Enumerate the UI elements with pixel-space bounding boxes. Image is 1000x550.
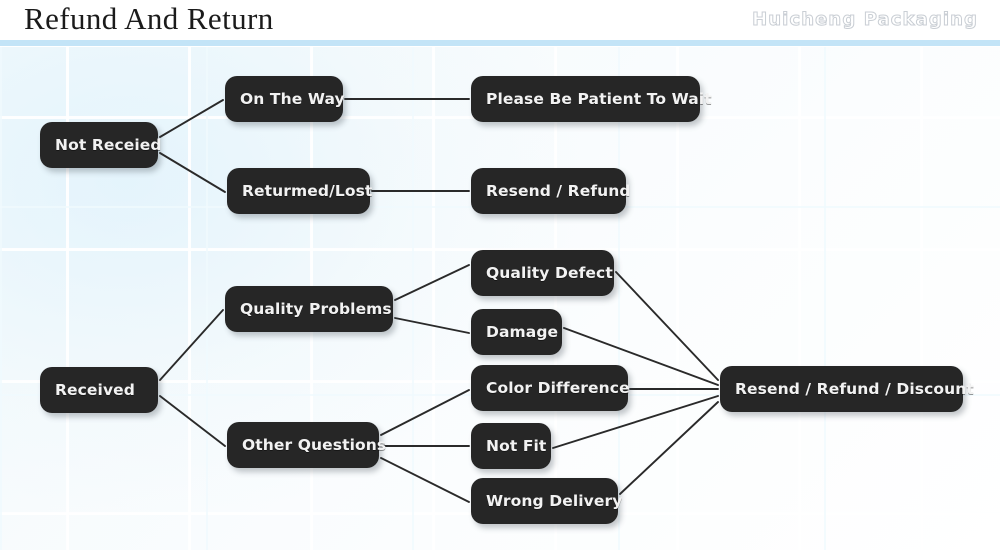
node-not-receied[interactable]: Not Receied <box>40 122 162 168</box>
edge-other-questions-to-color-difference <box>380 389 470 436</box>
node-returmed-lost[interactable]: Returmed/Lost <box>227 168 373 214</box>
node-received[interactable]: Received <box>40 367 158 413</box>
edge-other-questions-to-wrong-delivery <box>380 457 470 503</box>
node-label: Received <box>55 381 135 399</box>
node-color-difference[interactable]: Color Difference <box>471 365 630 411</box>
node-not-fit[interactable]: Not Fit <box>471 423 551 469</box>
edge-received-to-quality-problems <box>159 309 224 381</box>
edge-damage-to-resend-refund-discount <box>563 327 719 386</box>
brand-name: Huicheng Packaging <box>752 9 978 31</box>
node-label: Resend / Refund <box>486 182 631 200</box>
node-label: On The Way <box>240 90 345 108</box>
edge-not-receied-to-on-the-way <box>159 99 224 138</box>
node-resend-refund[interactable]: Resend / Refund <box>471 168 631 214</box>
node-quality-problems[interactable]: Quality Problems <box>225 286 393 332</box>
edge-not-fit-to-resend-refund-discount <box>552 395 719 449</box>
node-label: Not Fit <box>486 437 547 455</box>
connector-lines <box>159 98 719 503</box>
node-label: Wrong Delivery <box>486 492 623 510</box>
node-quality-defect[interactable]: Quality Defect <box>471 250 614 296</box>
page-title: Refund And Return <box>24 1 274 36</box>
node-other-questions[interactable]: Other Questions <box>227 422 386 468</box>
edge-quality-problems-to-damage <box>394 317 470 334</box>
node-wrong-delivery[interactable]: Wrong Delivery <box>471 478 622 524</box>
node-label: Color Difference <box>486 379 630 397</box>
edge-not-receied-to-returmed-lost <box>159 152 226 193</box>
node-label: Not Receied <box>55 136 162 154</box>
header-divider <box>0 40 1000 46</box>
node-label: Returmed/Lost <box>242 182 373 200</box>
node-label: Other Questions <box>242 436 387 454</box>
node-label: Resend / Refund / Discount <box>735 380 974 398</box>
node-damage[interactable]: Damage <box>471 309 562 355</box>
node-resend-refund-discount[interactable]: Resend / Refund / Discount <box>720 366 974 412</box>
node-please-be-patient[interactable]: Please Be Patient To Wait <box>471 76 712 122</box>
node-on-the-way[interactable]: On The Way <box>225 76 345 122</box>
edge-quality-problems-to-quality-defect <box>394 264 470 301</box>
slide-header: Refund And Return Huicheng Packaging <box>0 0 1000 47</box>
edge-quality-defect-to-resend-refund-discount <box>615 271 719 381</box>
edge-received-to-other-questions <box>159 395 226 447</box>
edge-wrong-delivery-to-resend-refund-discount <box>619 401 719 495</box>
node-label: Quality Defect <box>486 264 613 282</box>
node-label: Quality Problems <box>240 300 392 318</box>
node-label: Damage <box>486 323 559 341</box>
node-label: Please Be Patient To Wait <box>486 90 712 108</box>
